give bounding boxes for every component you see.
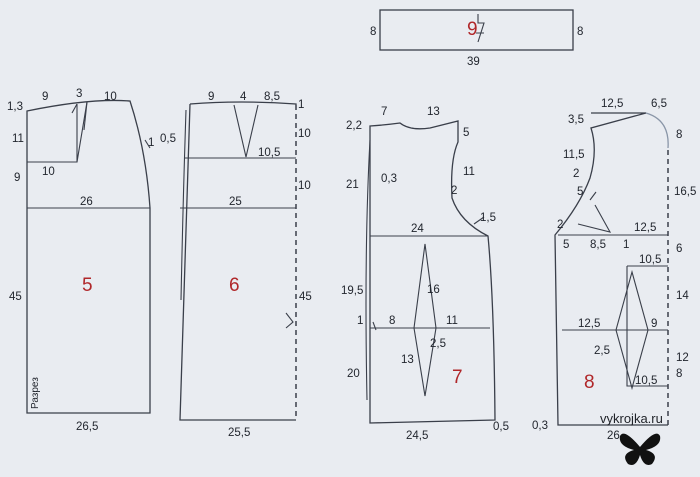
- measure-label: 45: [9, 291, 22, 303]
- measure-label: 9: [208, 91, 215, 103]
- measure-label: 10: [298, 180, 311, 192]
- measure-label: 10: [104, 91, 117, 103]
- measure-label: 1: [298, 99, 305, 111]
- piece-5-outline: [26, 99, 151, 414]
- measure-label: 1: [357, 315, 364, 327]
- measure-label: 2: [573, 168, 580, 180]
- measure-label: 24,5: [406, 430, 429, 442]
- measure-label: 45: [299, 291, 312, 303]
- measure-label: 1,5: [480, 212, 496, 224]
- measure-label: 5: [463, 127, 470, 139]
- piece-number-6: 6: [229, 275, 240, 296]
- measure-label: 12: [676, 352, 689, 364]
- measure-label: 21: [346, 179, 359, 191]
- measure-label: 11: [12, 133, 24, 145]
- measure-label: 10,5: [258, 147, 281, 159]
- measure-label: 8: [370, 26, 377, 38]
- measure-label: 9: [42, 91, 49, 103]
- measure-label: 16: [427, 284, 440, 296]
- measure-label: 20: [347, 368, 360, 380]
- measure-label: 26: [80, 196, 93, 208]
- measure-label: 11: [446, 315, 458, 327]
- measure-label: 1: [148, 137, 155, 149]
- piece-8-outline: [554, 112, 669, 426]
- piece-number-5: 5: [82, 275, 93, 296]
- piece-6-outline: [179, 101, 297, 421]
- measure-label: 39: [467, 56, 480, 68]
- measure-label: 8: [676, 368, 683, 380]
- measure-label: 3,5: [568, 114, 584, 126]
- measure-label: 2,5: [594, 345, 610, 357]
- measure-label: 6: [676, 243, 683, 255]
- measure-label: 7: [381, 106, 388, 118]
- measure-label: 3: [76, 88, 83, 100]
- measure-label: 10,5: [639, 254, 662, 266]
- piece-9-outline: [379, 9, 574, 51]
- slit-label: Разрез: [30, 377, 41, 409]
- measure-label: 11: [463, 166, 475, 178]
- measure-label: 10: [298, 128, 311, 140]
- measure-label: 2: [557, 219, 564, 231]
- measure-label: 12,5: [578, 318, 601, 330]
- measure-label: 16,5: [674, 186, 697, 198]
- measure-label: 10: [42, 166, 55, 178]
- site-watermark: vykrojka.ru: [600, 411, 663, 426]
- measure-label: 2: [451, 185, 458, 197]
- measure-label: 1: [623, 239, 630, 251]
- measure-label: 19,5: [341, 285, 364, 297]
- measure-label: 8: [577, 26, 584, 38]
- measure-label: 24: [411, 223, 424, 235]
- measure-label: 12,5: [634, 222, 657, 234]
- measure-label: 25,5: [228, 427, 251, 439]
- measure-label: 25: [229, 196, 242, 208]
- measure-label: 0,3: [381, 173, 397, 185]
- piece-number-8: 8: [584, 372, 595, 393]
- measure-label: 0,3: [532, 420, 548, 432]
- measure-label: 11,5: [563, 149, 585, 161]
- measure-label: 13: [401, 354, 414, 366]
- measure-label: 6,5: [651, 98, 667, 110]
- measure-label: 0,5: [493, 421, 509, 433]
- piece-number-7: 7: [452, 367, 463, 388]
- measure-label: 8: [676, 129, 683, 141]
- measure-label: 5: [577, 186, 584, 198]
- measure-label: 12,5: [601, 98, 624, 110]
- measure-label: 2,5: [430, 338, 446, 350]
- measure-label: 2,2: [346, 120, 362, 132]
- measure-label: 26,5: [76, 421, 99, 433]
- measure-label: 13: [427, 106, 440, 118]
- piece-7-outline: [365, 120, 496, 424]
- measure-label: 9: [14, 172, 21, 184]
- measure-label: 4: [240, 91, 247, 103]
- measure-label: 8,5: [264, 91, 280, 103]
- measure-label: 1,3: [7, 101, 23, 113]
- measure-label: 0,5: [160, 133, 176, 145]
- measure-label: 8: [389, 315, 396, 327]
- measure-label: 26: [607, 430, 620, 442]
- measure-label: 8,5: [590, 239, 606, 251]
- measure-label: 14: [676, 290, 689, 302]
- measure-label: 5: [563, 239, 570, 251]
- piece-number-9: 9: [467, 19, 478, 40]
- measure-label: 9: [651, 318, 658, 330]
- measure-label: 10,5: [635, 375, 658, 387]
